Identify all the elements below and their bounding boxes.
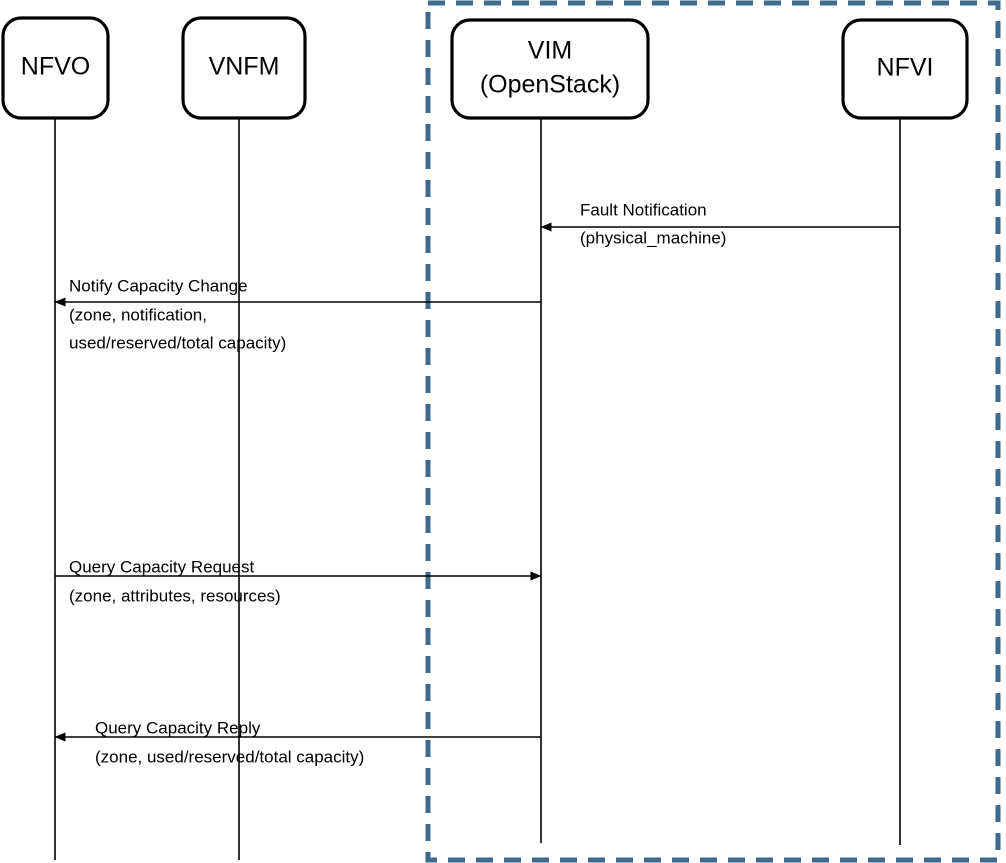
actor-vim[interactable]: VIM (OpenStack) [450, 18, 650, 120]
actor-label-vnfm: VNFM [209, 53, 280, 81]
actor-label-nfvi: NFVI [877, 54, 934, 82]
actor-box-vim[interactable] [450, 18, 650, 120]
message-label-fault-notification: (physical_machine) [580, 228, 726, 247]
message-notify-capacity-change[interactable]: Notify Capacity Change (zone, notificatio… [54, 276, 541, 352]
message-query-capacity-request[interactable]: Query Capacity Request (zone, attributes,… [55, 557, 542, 605]
actor-nfvi[interactable]: NFVI [841, 18, 969, 120]
message-label-query-capacity-reply: Query Capacity Reply [95, 718, 261, 737]
actor-label-vim: (OpenStack) [480, 71, 620, 99]
actor-nfvo[interactable]: NFVO [1, 16, 110, 120]
actor-label-vim: VIM [528, 37, 572, 65]
message-label-query-capacity-reply: (zone, used/reserved/total capacity) [95, 747, 364, 766]
message-label-query-capacity-request: (zone, attributes, resources) [69, 586, 281, 605]
message-label-fault-notification: Fault Notification [580, 200, 707, 219]
message-query-capacity-reply[interactable]: Query Capacity Reply (zone, used/reserved… [54, 718, 541, 766]
actor-box-nfvo[interactable] [1, 16, 110, 120]
message-label-notify-capacity-change: used/reserved/total capacity) [69, 333, 286, 352]
message-label-query-capacity-request: Query Capacity Request [69, 557, 254, 576]
actor-boxes-group: NFVO VNFM VIM (OpenStack) NFVI [1, 16, 969, 120]
message-label-notify-capacity-change: (zone, notification, [69, 305, 207, 324]
actor-box-nfvi[interactable] [841, 18, 969, 120]
message-fault-notification[interactable]: Fault Notification (physical_machine) [540, 200, 900, 247]
messages-group: Fault Notification (physical_machine) Noti… [54, 200, 900, 766]
actor-vnfm[interactable]: VNFM [181, 16, 307, 120]
actor-box-vnfm[interactable] [181, 16, 307, 120]
vim-nfvi-boundary-box [425, 0, 1001, 863]
message-label-notify-capacity-change: Notify Capacity Change [69, 276, 248, 295]
actor-label-nfvo: NFVO [21, 53, 90, 81]
